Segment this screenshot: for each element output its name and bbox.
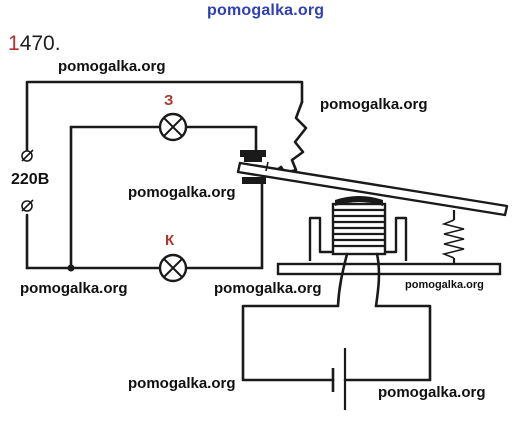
problem-number-rest: 470. — [19, 32, 61, 55]
mains-wire-outer — [25, 80, 304, 152]
relay-contact-bottom — [242, 177, 266, 184]
site-header-label: pomogalka.org — [207, 2, 325, 19]
lamp-z-label: З — [164, 92, 174, 109]
battery-circuit-right — [343, 304, 432, 382]
battery-circuit-left — [241, 304, 340, 382]
mains-wire-zigzag — [270, 100, 308, 176]
electromagnet — [308, 196, 408, 261]
terminal-bottom — [21, 199, 34, 212]
coil-lead-left — [336, 252, 349, 308]
coil-lead-right — [374, 252, 381, 308]
junction-dot — [67, 264, 75, 272]
relay-contact-top — [240, 150, 266, 162]
lamp-k — [158, 253, 188, 283]
voltage-label: 220В — [11, 171, 50, 188]
watermark: pomogalka.org — [214, 280, 322, 297]
problem-number-lead: 1 — [8, 32, 20, 55]
lamp-k-label: К — [165, 232, 175, 249]
return-spring — [441, 210, 465, 266]
terminal-top — [21, 149, 34, 162]
lamp-z — [158, 112, 188, 142]
problem-number: 1470. — [8, 32, 61, 56]
watermark: pomogalka.org — [58, 58, 166, 75]
battery — [331, 348, 347, 410]
watermark: pomogalka.org — [20, 280, 128, 297]
watermark: pomogalka.org — [128, 375, 236, 392]
watermark: pomogalka.org — [378, 384, 486, 401]
watermark: pomogalka.org — [128, 184, 236, 201]
relay-armature — [236, 161, 509, 217]
relay-base-plate — [276, 262, 502, 276]
watermark: pomogalka.org — [405, 279, 484, 291]
watermark: pomogalka.org — [320, 96, 428, 113]
